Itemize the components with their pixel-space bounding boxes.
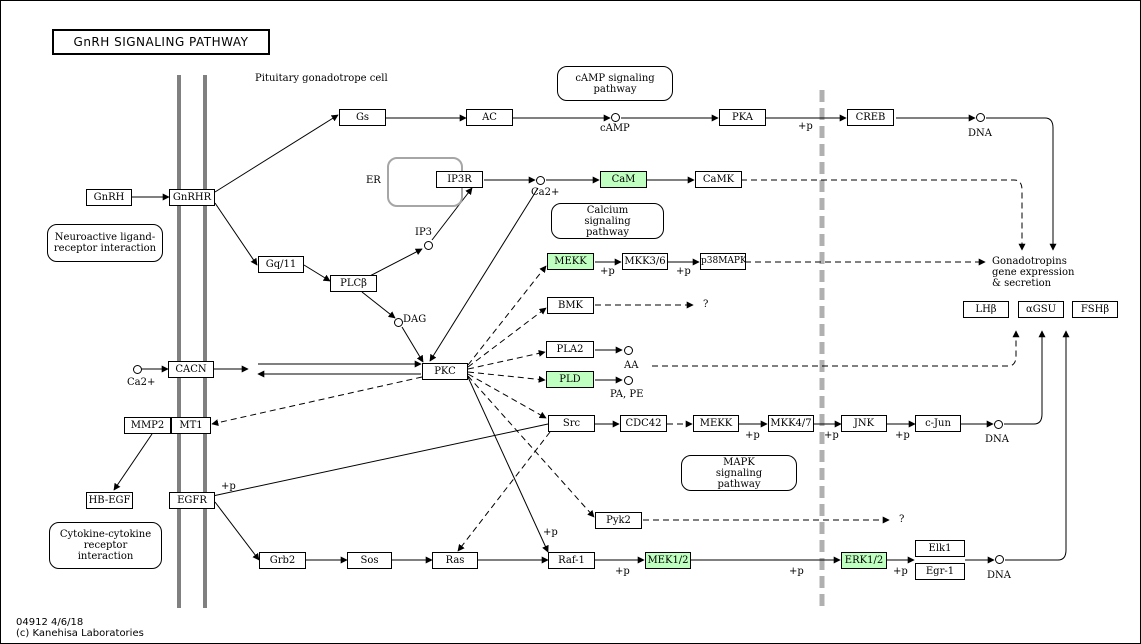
gene-ac[interactable]: AC bbox=[466, 109, 513, 126]
pathway-title: GnRH SIGNALING PATHWAY bbox=[52, 29, 270, 55]
compound-ca-ext[interactable] bbox=[133, 365, 142, 374]
compound-aa-label: AA bbox=[624, 360, 639, 371]
gene-p38mapk[interactable]: p38MAPK bbox=[700, 253, 746, 270]
gene-mekk-p38[interactable]: MEKK bbox=[547, 253, 594, 270]
gene-cam[interactable]: CaM bbox=[600, 171, 647, 188]
gene-src[interactable]: Src bbox=[548, 415, 595, 432]
unknown-target: ? bbox=[899, 514, 905, 525]
compound-ca-er-label: Ca2+ bbox=[531, 187, 560, 198]
gene-pyk2[interactable]: Pyk2 bbox=[595, 512, 642, 529]
cell-label: Pituitary gonadotrope cell bbox=[255, 73, 388, 84]
compound-dag[interactable] bbox=[394, 318, 403, 327]
compound-ip3-label: IP3 bbox=[415, 227, 433, 238]
compound-ip3[interactable] bbox=[424, 241, 433, 250]
gonadotropins-label: Gonadotropins gene expression & secretio… bbox=[992, 256, 1075, 289]
compound-pa-pe[interactable] bbox=[624, 376, 633, 385]
gene-agsu[interactable]: αGSU bbox=[1018, 301, 1064, 318]
compound-ca-er[interactable] bbox=[536, 176, 545, 185]
gene-mt1[interactable]: MT1 bbox=[171, 417, 211, 434]
map-neuroactive-ligand[interactable]: Neuroactive ligand-receptor interaction bbox=[47, 224, 163, 262]
gene-mkk47[interactable]: MKK4/7 bbox=[768, 415, 814, 432]
phospho-label: +p bbox=[615, 566, 630, 577]
compound-camp-label: cAMP bbox=[600, 123, 630, 134]
compound-aa[interactable] bbox=[624, 346, 633, 355]
gene-lhb[interactable]: LHβ bbox=[963, 301, 1009, 318]
unknown-target: ? bbox=[703, 299, 709, 310]
compound-camp[interactable] bbox=[611, 113, 620, 122]
map-mapk-signaling[interactable]: MAPK signaling pathway bbox=[681, 455, 797, 491]
phospho-label: +p bbox=[824, 430, 839, 441]
gene-jnk[interactable]: JNK bbox=[841, 415, 887, 432]
gene-grb2[interactable]: Grb2 bbox=[259, 552, 306, 569]
gene-mmp2[interactable]: MMP2 bbox=[124, 417, 171, 434]
gene-gs[interactable]: Gs bbox=[339, 109, 386, 126]
map-cytokine-receptor[interactable]: Cytokine-cytokine receptor interaction bbox=[49, 522, 162, 569]
gene-pkc[interactable]: PKC bbox=[422, 363, 468, 380]
gene-gnrhr[interactable]: GnRHR bbox=[169, 189, 215, 206]
phospho-label: +p bbox=[893, 566, 908, 577]
gene-creb[interactable]: CREB bbox=[847, 109, 894, 126]
gene-egfr[interactable]: EGFR bbox=[169, 492, 215, 509]
gene-ip3r[interactable]: IP3R bbox=[436, 171, 483, 188]
footer-id: 04912 4/6/18 bbox=[16, 617, 84, 628]
compound-dna-erk-label: DNA bbox=[987, 570, 1011, 581]
gene-cjun[interactable]: c-Jun bbox=[915, 415, 961, 432]
phospho-label: +p bbox=[745, 430, 760, 441]
gene-ras[interactable]: Ras bbox=[432, 552, 478, 569]
phospho-label: +p bbox=[543, 527, 558, 538]
gene-cacn[interactable]: CACN bbox=[168, 361, 214, 378]
compound-dag-label: DAG bbox=[403, 314, 427, 325]
phospho-label: +p bbox=[221, 481, 236, 492]
gene-raf1[interactable]: Raf-1 bbox=[548, 552, 595, 569]
compound-dna-creb[interactable] bbox=[976, 113, 985, 122]
compound-pa-pe-label: PA, PE bbox=[610, 389, 644, 400]
gene-camk[interactable]: CaMK bbox=[695, 171, 742, 188]
gene-fshb[interactable]: FSHβ bbox=[1072, 301, 1118, 318]
map-calcium-signaling[interactable]: Calcium signaling pathway bbox=[551, 203, 664, 239]
gene-egr1[interactable]: Egr-1 bbox=[915, 563, 965, 580]
map-camp-signaling[interactable]: cAMP signaling pathway bbox=[557, 66, 673, 101]
gene-erk12[interactable]: ERK1/2 bbox=[841, 552, 887, 569]
compound-dna-erk[interactable] bbox=[995, 555, 1004, 564]
phospho-label: +p bbox=[600, 266, 615, 277]
gene-mkk36[interactable]: MKK3/6 bbox=[622, 253, 668, 270]
gene-plcb[interactable]: PLCβ bbox=[330, 275, 377, 292]
gene-mekk-jnk[interactable]: MEKK bbox=[693, 415, 739, 432]
phospho-label: +p bbox=[676, 266, 691, 277]
gene-pld[interactable]: PLD bbox=[546, 371, 594, 388]
gene-pla2[interactable]: PLA2 bbox=[546, 341, 594, 358]
compound-ca-ext-label: Ca2+ bbox=[127, 377, 156, 388]
compound-dna-creb-label: DNA bbox=[968, 128, 992, 139]
phospho-label: +p bbox=[789, 566, 804, 577]
gene-pka[interactable]: PKA bbox=[719, 109, 766, 126]
gene-elk1[interactable]: Elk1 bbox=[915, 540, 965, 557]
compound-dna-jun-label: DNA bbox=[985, 434, 1009, 445]
compound-dna-jun[interactable] bbox=[994, 420, 1003, 429]
gene-sos[interactable]: Sos bbox=[347, 552, 392, 569]
gene-gq11[interactable]: Gq/11 bbox=[258, 256, 304, 273]
gene-mek12[interactable]: MEK1/2 bbox=[645, 552, 691, 569]
gene-cdc42[interactable]: CDC42 bbox=[620, 415, 667, 432]
footer-copyright: (c) Kanehisa Laboratories bbox=[16, 628, 144, 639]
phospho-label: +p bbox=[798, 121, 813, 132]
gene-bmk[interactable]: BMK bbox=[547, 297, 594, 314]
phospho-label: +p bbox=[895, 430, 910, 441]
gene-gnrh[interactable]: GnRH bbox=[86, 189, 132, 206]
er-label: ER bbox=[366, 175, 381, 186]
gene-hbegf[interactable]: HB-EGF bbox=[86, 492, 133, 509]
